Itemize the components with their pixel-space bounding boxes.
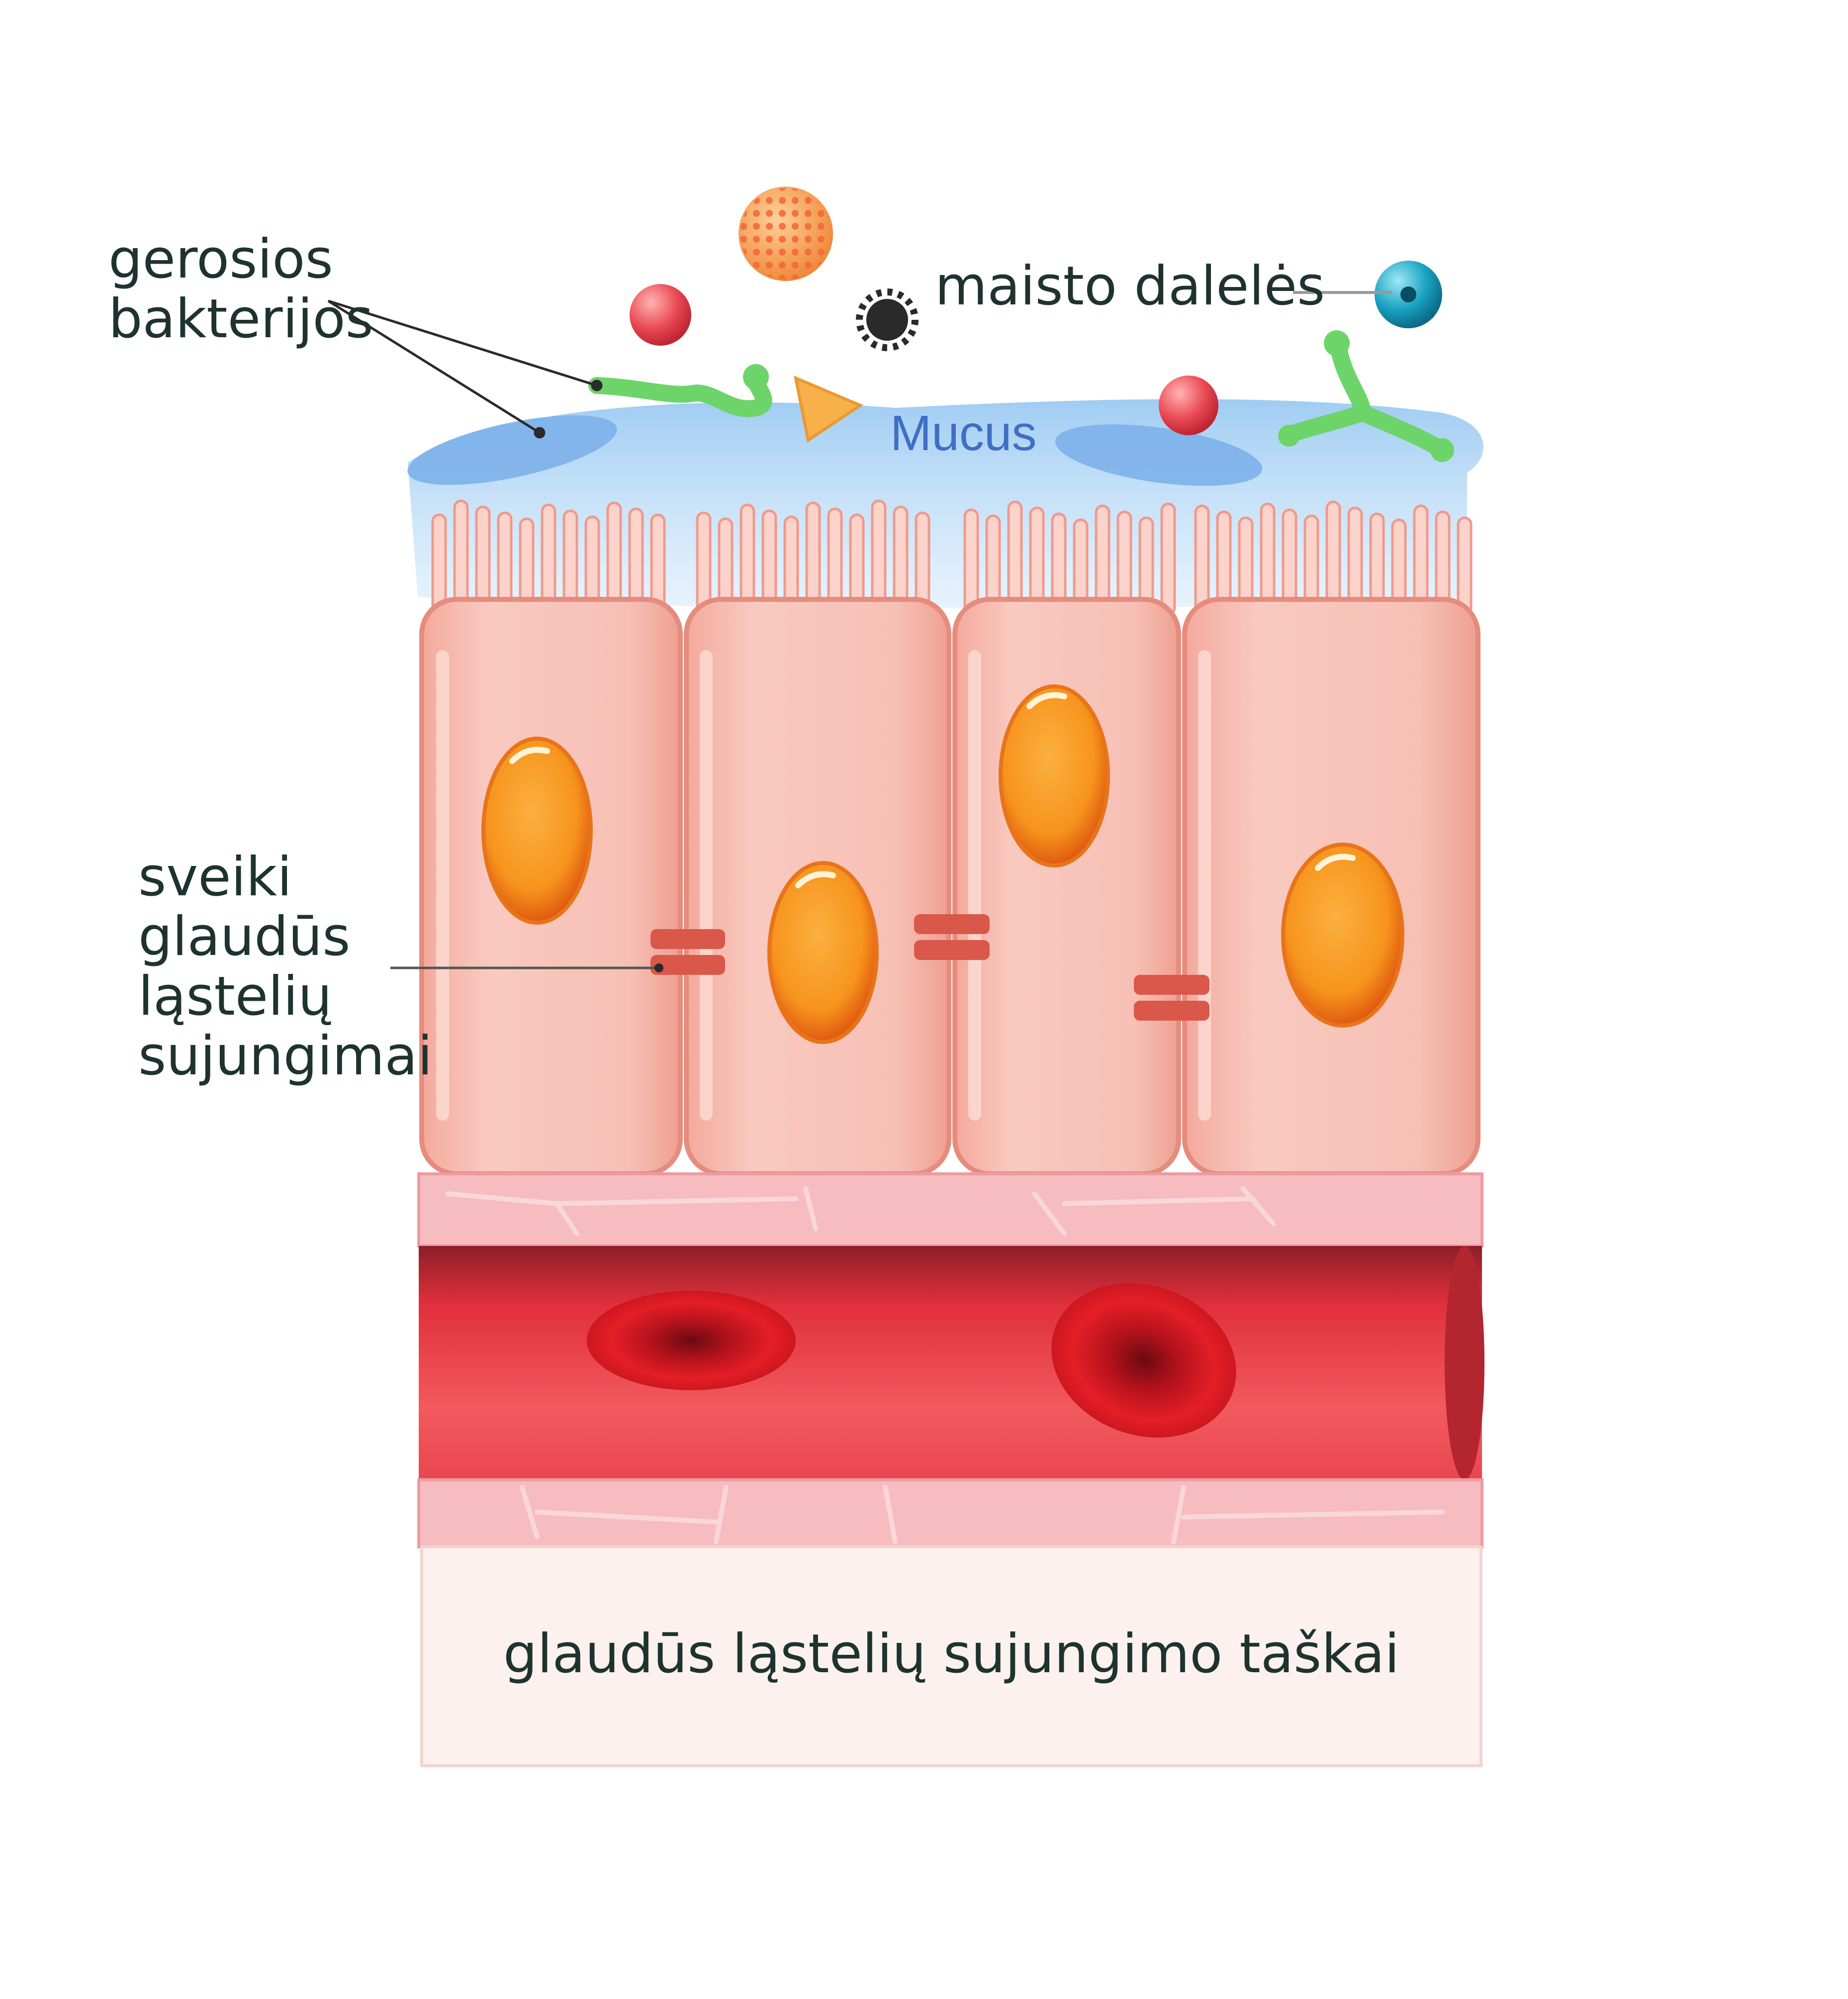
microvillus — [963, 508, 979, 616]
red-particle-left — [630, 284, 691, 346]
green-bacterium-left — [588, 370, 772, 417]
tight-junction-1 — [650, 929, 725, 975]
blood-vessel — [417, 1172, 1484, 1548]
red-blood-cell-2 — [1051, 1283, 1236, 1438]
label-mucus: Mucus — [890, 405, 1037, 461]
bacteria-pointers — [327, 299, 603, 439]
microvilli — [431, 499, 1473, 616]
label-food-particles: maisto dalelės — [935, 255, 1325, 317]
label-tight-junctions-line3: ląstelių — [138, 965, 332, 1028]
label-good-bacteria-line2: bakterijos — [108, 288, 373, 350]
red-blood-cell-1 — [587, 1291, 796, 1390]
label-tight-junctions-line1: sveiki — [138, 846, 292, 908]
label-good-bacteria-line1: gerosios — [108, 228, 333, 290]
tight-junction-2 — [914, 914, 990, 960]
label-tight-junctions-line4: sujungimai — [138, 1025, 433, 1087]
caption-box — [420, 1545, 1482, 1767]
nucleus-3 — [999, 684, 1110, 867]
epithelial-cell-3 — [952, 597, 1181, 1176]
mucus-layer — [407, 399, 1483, 608]
vessel-wall-top — [417, 1172, 1483, 1247]
cell-nuclei — [481, 684, 1404, 1044]
microvillus — [1194, 504, 1210, 616]
microvillus — [1160, 502, 1176, 616]
caption-text: glaudūs ląstelių sujungimo taškai — [503, 1623, 1399, 1685]
green-bacteria — [588, 330, 1454, 462]
nucleus-4 — [1281, 843, 1404, 1028]
nucleus-2 — [767, 861, 879, 1044]
tight-junction-3 — [1134, 975, 1209, 1021]
rod-bacterium-right — [1055, 424, 1263, 486]
nucleus-1 — [481, 737, 593, 925]
rod-bacterium-left — [407, 415, 617, 485]
label-tight-junctions-line2: glaudūs — [138, 906, 350, 968]
triangle-particle — [793, 376, 864, 443]
black-spiky-particle — [856, 288, 919, 351]
food-particles — [630, 187, 1442, 443]
tight-junctions — [650, 914, 1209, 1021]
red-particle-right — [1159, 376, 1218, 435]
vessel-lumen — [419, 1246, 1482, 1480]
microvillus — [1457, 516, 1473, 616]
